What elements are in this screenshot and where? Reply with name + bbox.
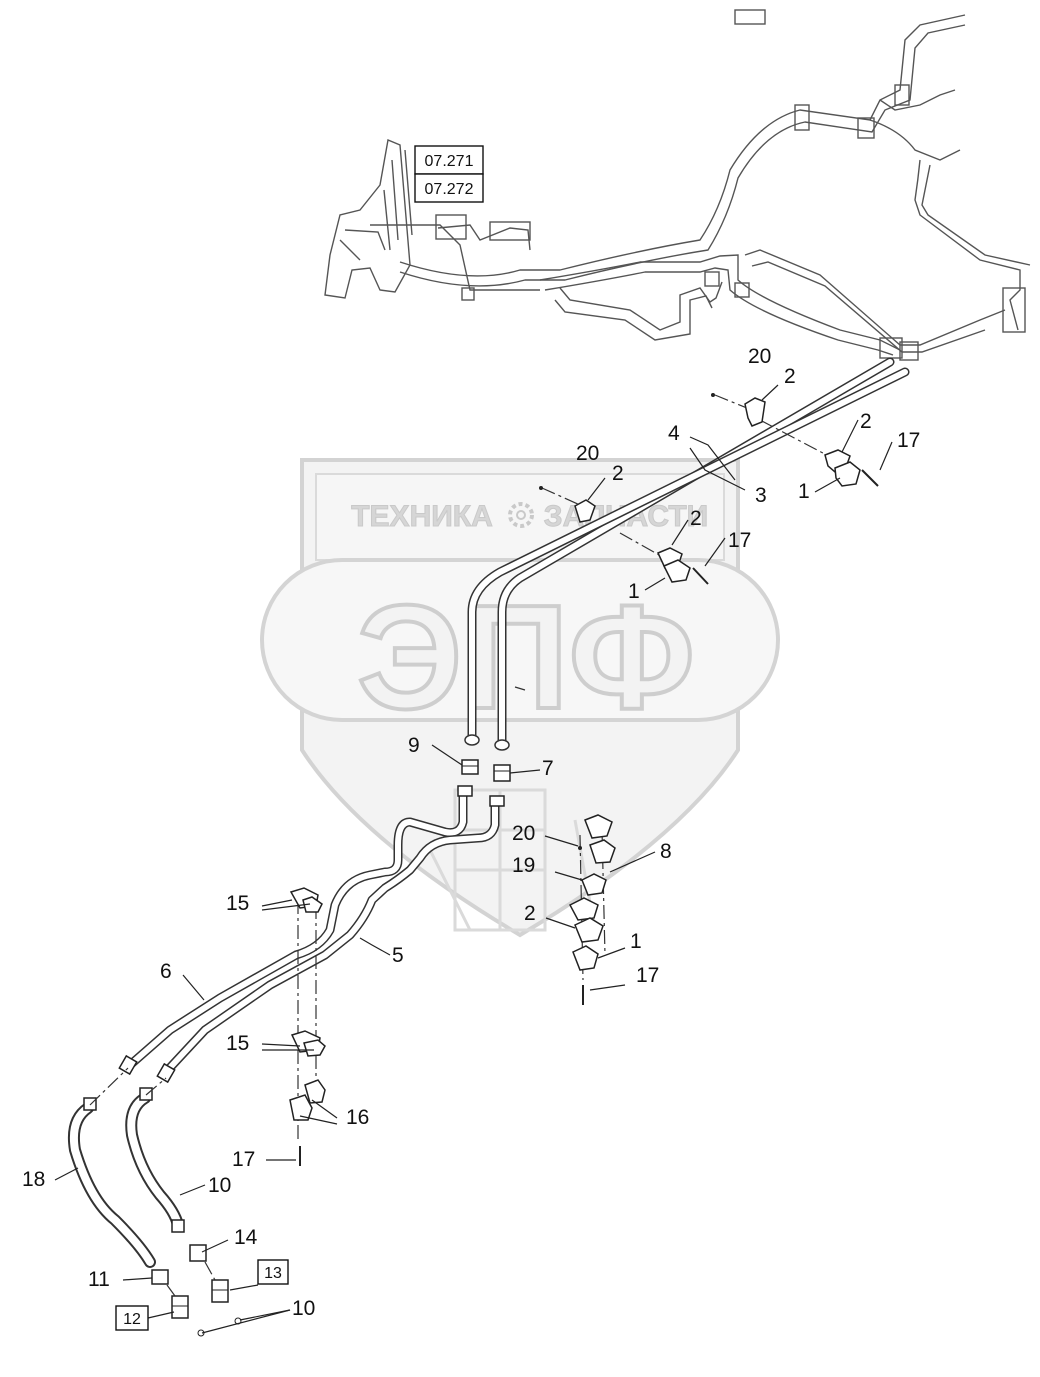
label-15-b: 15 [226,1032,249,1055]
fitting-14 [189,1244,207,1262]
label-17-c: 17 [636,964,659,987]
label-17-d: 17 [232,1148,255,1171]
label-20-b: 20 [576,442,599,465]
label-2-b: 2 [860,410,872,433]
hose-18 [67,1097,156,1268]
hose-10 [125,1087,185,1233]
svg-text:12: 12 [123,1311,141,1328]
leader-lines [54,384,893,1334]
label-3: 3 [755,484,767,507]
svg-text:07.271: 07.271 [425,153,474,170]
label-4: 4 [668,422,680,445]
watermark-logo: ЭПФ [357,575,695,740]
label-6: 6 [160,960,172,983]
callout-labels: 20 2 4 2 17 3 1 20 2 2 17 1 9 7 20 8 19 … [22,345,920,1320]
gear-icon [508,502,534,528]
label-10-a: 10 [208,1174,231,1197]
fitting-9 [461,759,479,775]
reference-box-13[interactable]: 13 [257,1259,289,1285]
label-1-c: 1 [630,930,642,953]
label-16: 16 [346,1106,369,1129]
fitting-11 [151,1269,169,1285]
label-2-a: 2 [784,365,796,388]
label-18: 18 [22,1168,45,1191]
label-7: 7 [542,757,554,780]
label-14: 14 [234,1226,258,1249]
label-9: 9 [408,734,420,757]
coupling-12 [171,1295,189,1319]
coupling-13 [211,1279,229,1303]
svg-text:13: 13 [264,1265,282,1282]
fitting-7 [493,764,511,782]
watermark: ТЕХНИКА ЗАПЧАСТИ ЭПФ [260,458,780,938]
label-10-b: 10 [292,1297,315,1320]
label-5: 5 [392,944,404,967]
label-19: 19 [512,854,535,877]
label-17-a: 17 [897,429,920,452]
reference-box-07-271[interactable]: 07.271 [414,145,484,175]
label-20-c: 20 [512,822,535,845]
label-15-a: 15 [226,892,249,915]
label-2-d: 2 [690,507,702,530]
watermark-company: ТЕХНИКА [351,500,493,533]
label-2-e: 2 [524,902,536,925]
label-1-a: 1 [798,480,810,503]
pipe-5-6 [118,785,505,1084]
label-1-b: 1 [628,580,640,603]
pipe-3-4 [464,357,910,751]
label-2-c: 2 [612,462,624,485]
label-20-a: 20 [748,345,771,368]
bolt-17 [299,469,879,1166]
reference-box-07-272[interactable]: 07.272 [414,173,484,203]
svg-text:07.272: 07.272 [425,181,474,198]
label-17-b: 17 [728,529,751,552]
reference-box-12[interactable]: 12 [115,1305,149,1331]
clamp [289,397,861,1121]
label-11: 11 [88,1268,110,1291]
upper-assembly [324,9,1031,361]
label-8: 8 [660,840,672,863]
